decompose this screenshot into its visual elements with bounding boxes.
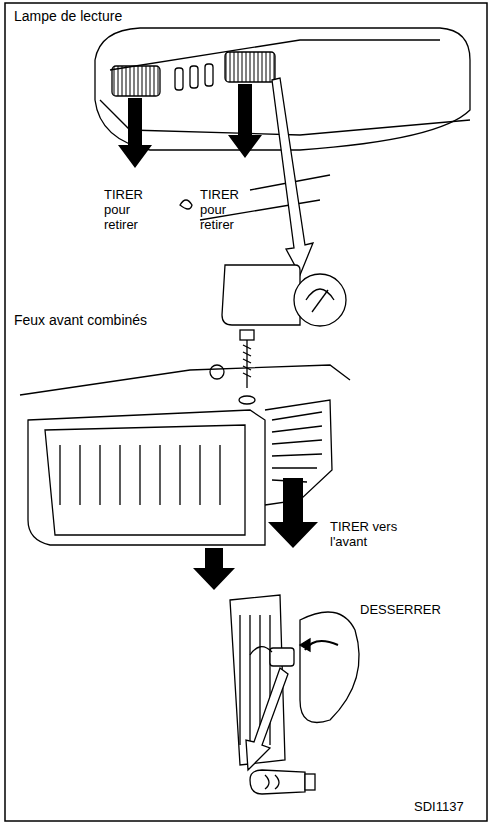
pull-arrow [193, 478, 318, 590]
lens-and-bulb [222, 265, 346, 326]
figure-code: SDI1137 [414, 800, 484, 815]
pull-arrow [118, 84, 262, 168]
lamp-housing [230, 595, 359, 765]
instruction-label: TIRER vers l'avant [330, 520, 430, 550]
section-heading: Feux avant combinés [14, 312, 234, 328]
wedge-bulb [250, 770, 315, 794]
section-heading: Lampe de lecture [14, 8, 214, 24]
removal-arrow [246, 668, 288, 770]
instruction-label: DESSERRER [360, 603, 470, 618]
instruction-label: TIRER pour retirer [200, 188, 256, 233]
frame [5, 3, 487, 821]
instruction-label: TIRER pour retirer [104, 188, 160, 233]
removal-arrow [272, 78, 313, 275]
